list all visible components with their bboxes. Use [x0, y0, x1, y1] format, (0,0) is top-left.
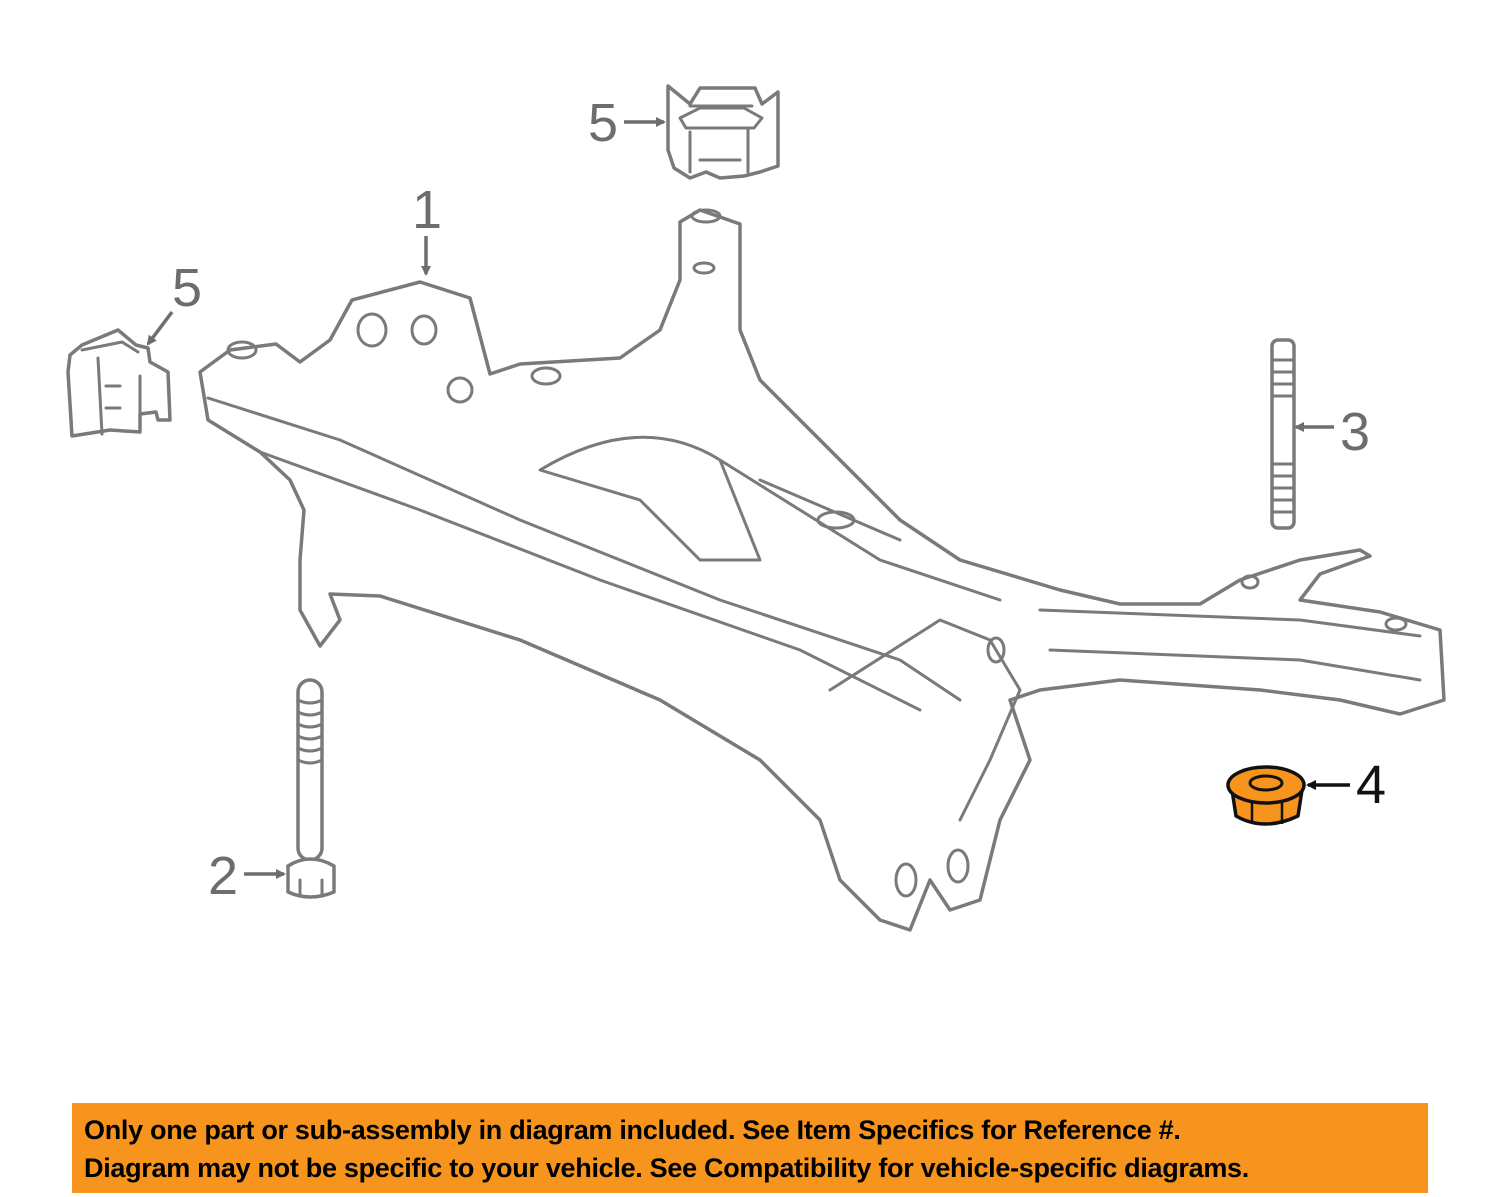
callout-label: 5	[172, 258, 202, 318]
disclaimer-line-2: Diagram may not be specific to your vehi…	[84, 1153, 1249, 1183]
callout-label: 2	[208, 846, 238, 906]
insulator-top-part	[666, 84, 780, 180]
callout-label: 1	[412, 180, 442, 240]
nut-part-highlighted	[1226, 765, 1306, 826]
callout-4: 4	[1306, 755, 1386, 815]
disclaimer-banner: Only one part or sub-assembly in diagram…	[72, 1103, 1428, 1193]
callout-label: 5	[588, 93, 618, 153]
callout-5-left: 5	[146, 258, 202, 346]
callout-1: 1	[412, 180, 442, 276]
callout-label: 3	[1340, 402, 1370, 462]
parts-diagram: 5 5 1	[66, 84, 1446, 932]
disclaimer-line-1: Only one part or sub-assembly in diagram…	[84, 1115, 1181, 1145]
stud-part	[1270, 338, 1296, 530]
insulator-left-part	[66, 328, 172, 438]
callout-2: 2	[208, 846, 286, 906]
callout-5-top: 5	[588, 93, 666, 153]
crossmember-part	[198, 208, 1446, 932]
callout-3: 3	[1294, 402, 1370, 462]
bolt-part	[286, 678, 336, 899]
callout-label: 4	[1356, 755, 1386, 815]
callout-arrow	[146, 310, 174, 346]
